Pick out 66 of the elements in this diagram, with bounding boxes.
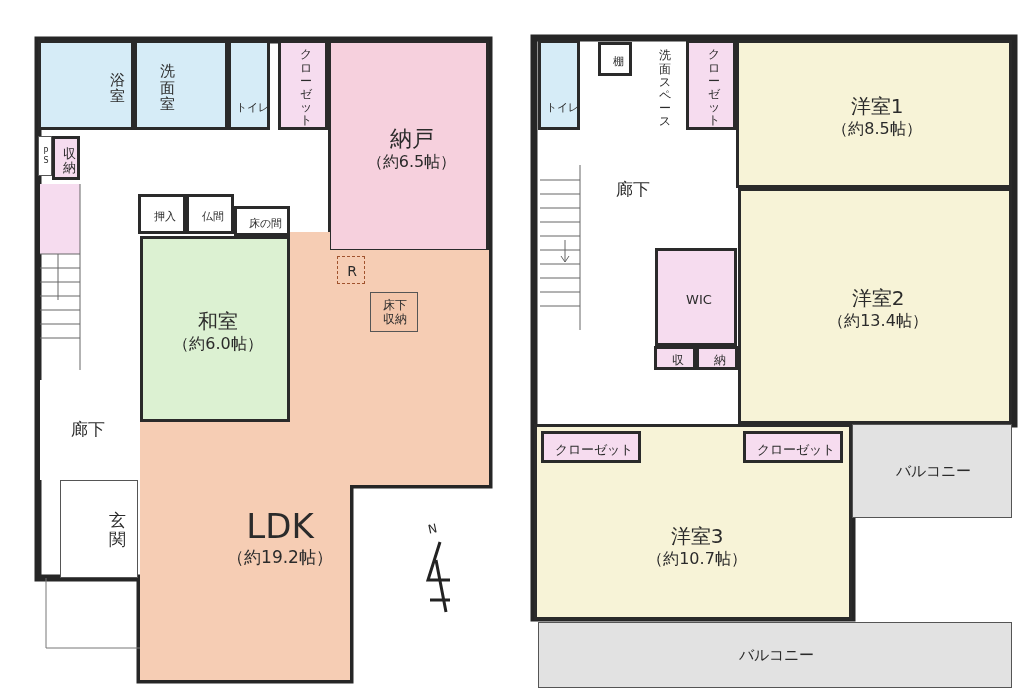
storage (696, 346, 738, 370)
room-label: クローゼット (708, 48, 720, 128)
room-label: トイレ (545, 101, 579, 115)
bedroom (534, 424, 852, 620)
closet (138, 194, 186, 234)
floor-storage (370, 292, 418, 332)
room-label: 収納 (62, 146, 76, 176)
room-label: 浴室 (109, 71, 125, 105)
toilet-room (538, 40, 580, 130)
room-label: LDK (246, 506, 314, 546)
room-label: WIC (686, 292, 712, 308)
room-label: バルコニー (738, 647, 814, 665)
walk-in-closet (655, 248, 737, 346)
room-area: （約6.5帖） (366, 153, 457, 172)
pipe-space (38, 136, 52, 176)
balcony (538, 622, 1012, 688)
living-room (140, 232, 489, 680)
room-label: 仏間 (202, 210, 224, 224)
alcove (234, 206, 290, 236)
washroom (134, 40, 228, 130)
closet (743, 431, 843, 463)
room-label: 廊下 (71, 420, 105, 440)
closet (278, 40, 328, 130)
room-area: （約19.2帖） (227, 547, 333, 568)
room-label: バルコニー (895, 463, 971, 481)
room-label: 廊下 (616, 180, 650, 200)
room-label: クローゼット (300, 48, 312, 128)
room-area: （約8.5帖） (832, 120, 922, 139)
room-area: （約13.4帖） (828, 312, 928, 331)
entrance (60, 480, 138, 578)
room-area: （約10.7帖） (647, 550, 747, 569)
room-label: クローゼット (757, 442, 835, 458)
room-label: 洋室2 (851, 287, 905, 311)
room-label: PS (42, 148, 50, 166)
room-label: 床の間 (248, 217, 282, 231)
storage (52, 136, 80, 180)
fridge-space (337, 256, 365, 284)
room-label: トイレ (235, 101, 269, 115)
room-label: 玄関 (108, 511, 126, 549)
bedroom (738, 188, 1012, 424)
north-label: N (426, 521, 439, 537)
bedroom (736, 40, 1012, 188)
room-label: 収 (672, 354, 684, 368)
room-label: 納戸 (389, 126, 434, 152)
bathroom (38, 40, 134, 130)
balcony (852, 424, 1012, 518)
room-label: 和室 (198, 310, 238, 334)
room-label: 洋室1 (850, 95, 904, 119)
room-label: 床下収納 (383, 299, 407, 327)
room-area: （約6.0帖） (173, 335, 263, 354)
toilet-room (228, 40, 270, 130)
room-label: 棚 (612, 55, 624, 69)
room-label: 洋室3 (670, 525, 724, 549)
shelf (598, 42, 632, 76)
room-label: 洗面スペース (659, 49, 671, 129)
room-label: 押入 (154, 210, 176, 224)
room-label: 納 (714, 354, 726, 368)
alcove (186, 194, 234, 234)
closet (541, 431, 641, 463)
room-label: クローゼット (555, 442, 633, 458)
storage (654, 346, 696, 370)
storage-room (328, 40, 489, 252)
tatami-room (140, 236, 290, 422)
room-label: 洗面室 (159, 63, 175, 113)
room-label: R (347, 262, 357, 280)
closet (686, 40, 736, 130)
